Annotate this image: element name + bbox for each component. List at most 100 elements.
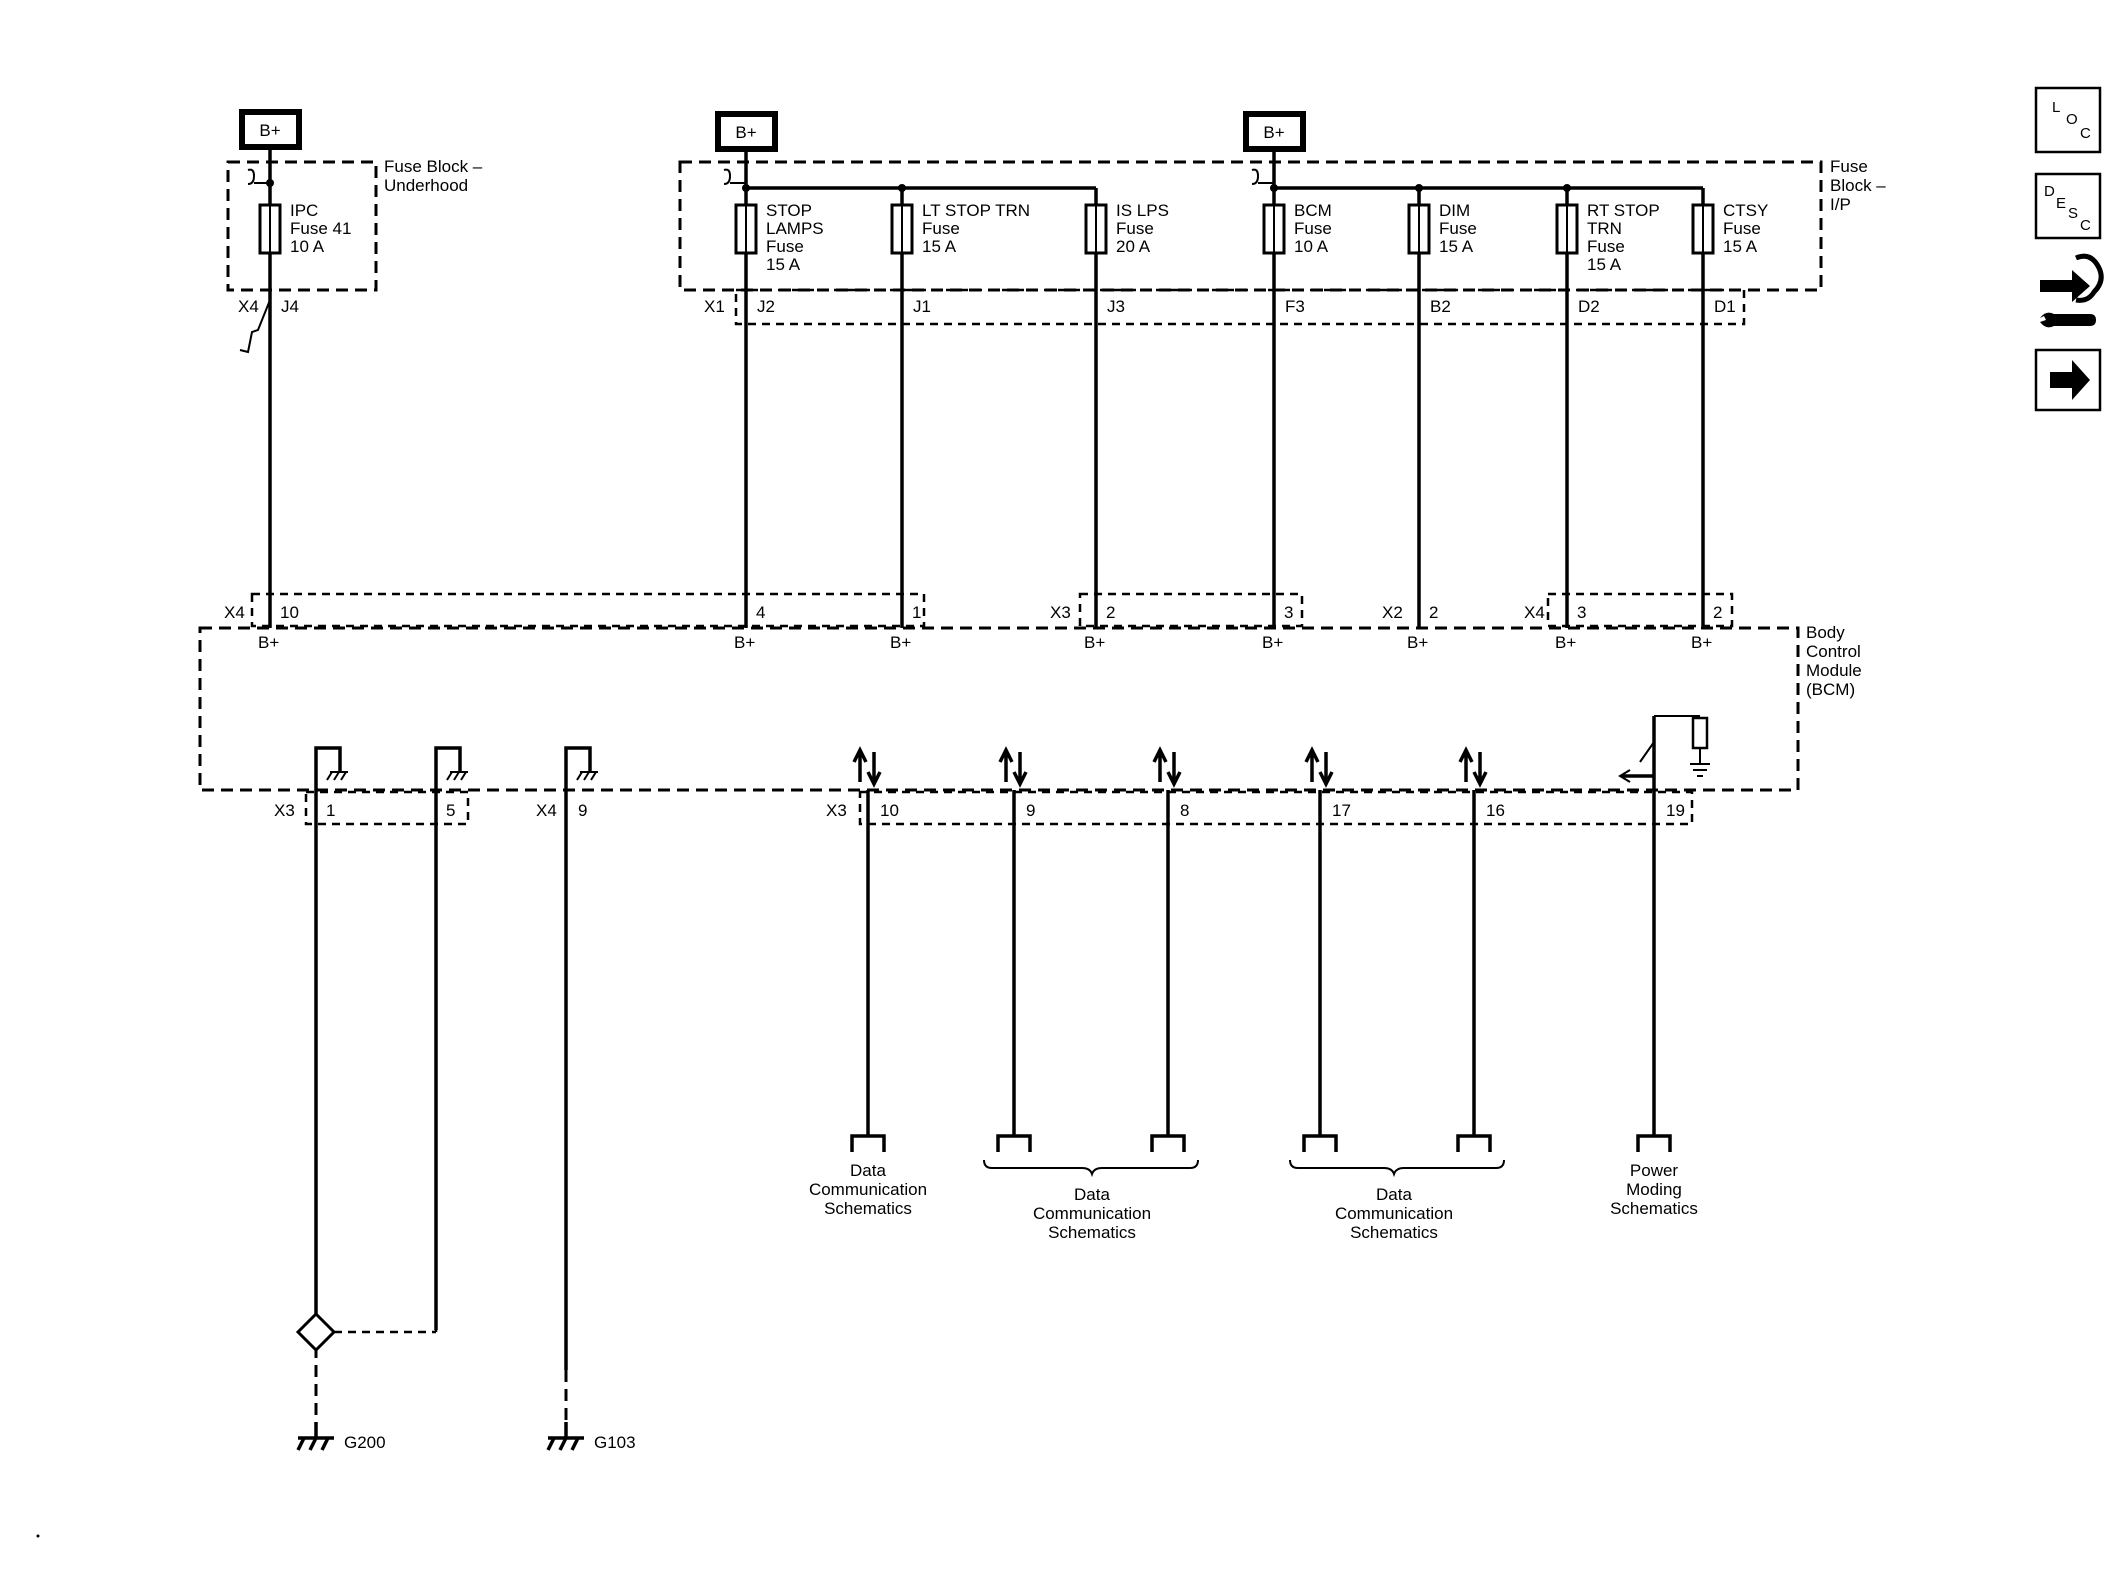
pin-label: 2 bbox=[1106, 603, 1115, 622]
fuse-ctsy: CTSY Fuse 15 A bbox=[1691, 201, 1768, 256]
connector-id: X3 bbox=[826, 801, 847, 820]
svg-text:B+: B+ bbox=[1407, 633, 1428, 652]
pin-label: J1 bbox=[913, 297, 931, 316]
arrow-right-icon bbox=[2050, 360, 2090, 400]
fuse-label: Fuse bbox=[1723, 219, 1761, 238]
fuse-dim: DIM Fuse 15 A bbox=[1407, 201, 1477, 256]
svg-text:C: C bbox=[2080, 125, 2091, 142]
fuse-label: Fuse bbox=[922, 219, 960, 238]
svg-text:B+: B+ bbox=[1084, 633, 1105, 652]
connector-id: X4 bbox=[1524, 603, 1545, 622]
fuse-label: CTSY bbox=[1723, 201, 1768, 220]
fuse-label: TRN bbox=[1587, 219, 1622, 238]
pin-label: F3 bbox=[1285, 297, 1305, 316]
fuse-label: IPC bbox=[290, 201, 318, 220]
destination-label: Communication bbox=[809, 1180, 927, 1199]
fuse-label: 20 A bbox=[1116, 237, 1151, 256]
svg-text:E: E bbox=[2056, 195, 2066, 212]
bcm-data-arrow-icons bbox=[852, 746, 1488, 788]
connector-id: X3 bbox=[274, 801, 295, 820]
destination-data-1[interactable]: Data Communication Schematics bbox=[809, 1161, 927, 1218]
fuse-block-ip-label: Fuse bbox=[1830, 157, 1868, 176]
bcm-bottom-connectors bbox=[304, 790, 1694, 826]
ground-label: G200 bbox=[344, 1433, 386, 1452]
pin-label: J4 bbox=[281, 297, 299, 316]
bplus-box-ip-left: B+ bbox=[715, 111, 778, 152]
fuse-lt-stop-trn: LT STOP TRN Fuse 15 A bbox=[890, 201, 1030, 256]
pin-label: 19 bbox=[1666, 801, 1685, 820]
fuse-label: 10 A bbox=[1294, 237, 1329, 256]
bcm-top-connectors bbox=[250, 592, 1734, 628]
connector-id: X1 bbox=[704, 297, 725, 316]
description-view-button[interactable]: D E S C bbox=[2034, 172, 2102, 240]
fuse-block-underhood-label: Underhood bbox=[384, 176, 468, 195]
destination-label: Data bbox=[850, 1161, 886, 1180]
pin-label: 3 bbox=[1284, 603, 1293, 622]
svg-text:S: S bbox=[2068, 205, 2078, 222]
pin-label: 4 bbox=[756, 603, 765, 622]
fuse-label: IS LPS bbox=[1116, 201, 1169, 220]
svg-text:O: O bbox=[2066, 111, 2078, 128]
pin-label: J2 bbox=[757, 297, 775, 316]
connector-wrench-icon[interactable] bbox=[2040, 253, 2104, 328]
destination-data-2[interactable]: Data Communication Schematics bbox=[1033, 1185, 1151, 1242]
fuse-block-ip: Fuse Block – I/P bbox=[678, 157, 1886, 292]
svg-text:B+: B+ bbox=[890, 633, 911, 652]
fuse-label: 15 A bbox=[1723, 237, 1758, 256]
ground-wires bbox=[314, 790, 568, 1422]
power-moding-switch-icon bbox=[1618, 715, 1710, 790]
destination-label: Schematics bbox=[824, 1199, 912, 1218]
connector-id: X2 bbox=[1382, 603, 1403, 622]
fuse-block-ip-connector-x1 bbox=[734, 288, 1746, 326]
pin-label: 2 bbox=[1429, 603, 1438, 622]
location-view-button[interactable]: L O C bbox=[2034, 86, 2102, 154]
splice-diamond bbox=[295, 1311, 337, 1353]
destination-label: Data bbox=[1376, 1185, 1412, 1204]
svg-text:D: D bbox=[2044, 183, 2055, 200]
fuse-label: 15 A bbox=[922, 237, 957, 256]
module-label: Control bbox=[1806, 642, 1861, 661]
pin-label: 3 bbox=[1577, 603, 1586, 622]
next-arrow-button[interactable] bbox=[2034, 348, 2102, 412]
fuse-label: DIM bbox=[1439, 201, 1470, 220]
pin-label: 8 bbox=[1180, 801, 1189, 820]
bplus-box-ip-right: B+ bbox=[1243, 111, 1306, 152]
pin-label: 9 bbox=[578, 801, 587, 820]
bcm-bplus-pin-labels: B+ B+ B+ B+ B+ B+ B+ B+ bbox=[258, 633, 1712, 652]
body-control-module: Body Control Module (BCM) bbox=[198, 623, 1862, 792]
destination-label: Schematics bbox=[1350, 1223, 1438, 1242]
fuse-label: Fuse bbox=[1587, 237, 1625, 256]
pin-label: 2 bbox=[1713, 603, 1722, 622]
data-wires bbox=[866, 790, 1656, 1136]
pin-label: 16 bbox=[1486, 801, 1505, 820]
svg-text:B+: B+ bbox=[258, 633, 279, 652]
bcm-internal-ground-icons bbox=[314, 746, 598, 790]
fuse-bcm: BCM Fuse 10 A bbox=[1262, 201, 1332, 256]
destination-power-moding[interactable]: Power Moding Schematics bbox=[1610, 1161, 1698, 1218]
svg-text:L: L bbox=[2052, 99, 2060, 116]
grouping-braces bbox=[983, 1159, 1505, 1178]
fuse-label: 10 A bbox=[290, 237, 325, 256]
fuse-rt-stop-trn: RT STOP TRN Fuse 15 A bbox=[1555, 201, 1660, 274]
destination-label: Data bbox=[1074, 1185, 1110, 1204]
pin-label: 1 bbox=[326, 801, 335, 820]
destination-label: Communication bbox=[1335, 1204, 1453, 1223]
fuse-label: Fuse bbox=[1294, 219, 1332, 238]
bplus-label: B+ bbox=[735, 123, 756, 142]
bplus-label: B+ bbox=[259, 121, 280, 140]
svg-text:B+: B+ bbox=[1262, 633, 1283, 652]
pin-label: 1 bbox=[912, 603, 921, 622]
fuse-label: Fuse 41 bbox=[290, 219, 351, 238]
fuse-block-ip-label: I/P bbox=[1830, 195, 1851, 214]
fuse-label: BCM bbox=[1294, 201, 1332, 220]
connector-id: X3 bbox=[1050, 603, 1071, 622]
connector-hook-symbols bbox=[239, 168, 1274, 354]
connector-id: X4 bbox=[536, 801, 557, 820]
ground-label: G103 bbox=[594, 1433, 636, 1452]
corner-dot bbox=[36, 1534, 40, 1538]
ground-g103: G103 bbox=[546, 1422, 636, 1452]
fuse-block-underhood-label: Fuse Block – bbox=[384, 157, 483, 176]
module-label: Module bbox=[1806, 661, 1862, 680]
destination-data-3[interactable]: Data Communication Schematics bbox=[1335, 1185, 1453, 1242]
